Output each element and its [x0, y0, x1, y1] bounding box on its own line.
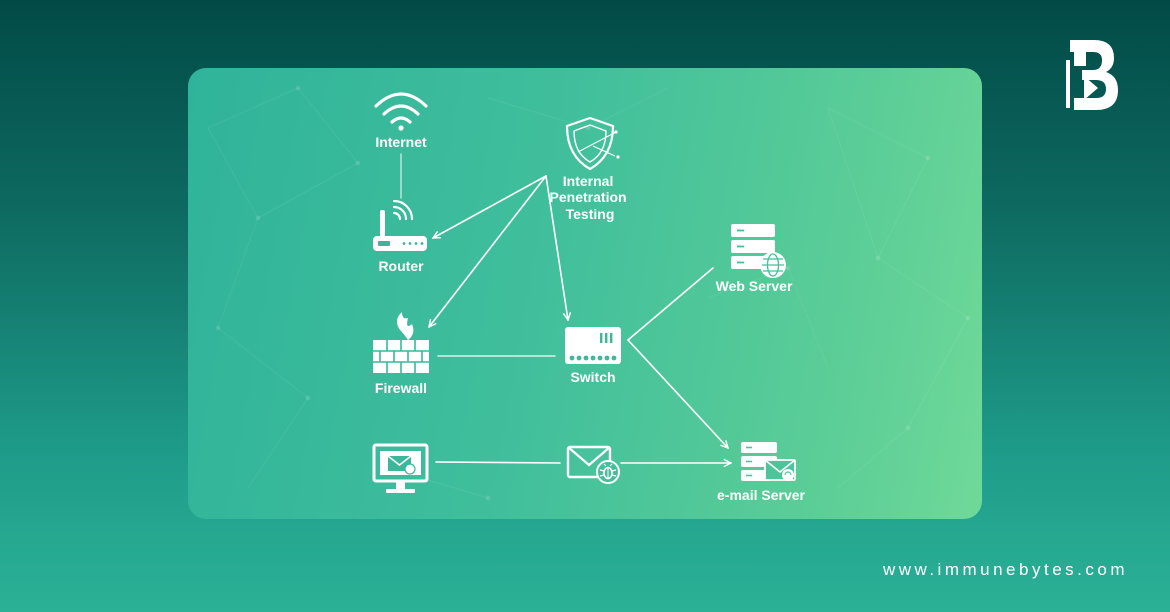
- diagram-card: Internet Router: [188, 68, 982, 519]
- immunebytes-logo-icon: [1066, 40, 1118, 110]
- switch-node: Switch: [565, 327, 621, 385]
- pentest-node: Internal Penetration Testing: [550, 116, 631, 222]
- server-globe-icon: [731, 224, 786, 278]
- shield-icon: [565, 116, 620, 171]
- internet-node: Internet: [374, 92, 428, 150]
- edge-pentest-firewall: [429, 175, 547, 327]
- website-url: www.immunebytes.com: [882, 560, 1128, 579]
- router-label: Router: [378, 258, 424, 274]
- computer-mail-icon: [372, 443, 429, 493]
- web-server-node: Web Server: [716, 224, 793, 294]
- server-mail-icon: [741, 442, 796, 481]
- edge-switch-webserver: [627, 267, 714, 341]
- firewall-node: Firewall: [373, 312, 429, 396]
- computer-node: [372, 443, 429, 493]
- switch-icon: [565, 327, 621, 364]
- email-server-label: e-mail Server: [717, 487, 805, 503]
- pentest-label-line-3: Testing: [566, 206, 615, 222]
- pentest-label-line-2: Penetration: [550, 189, 627, 205]
- switch-label: Switch: [570, 369, 615, 385]
- firewall-label: Firewall: [375, 380, 427, 396]
- email-server-node: e-mail Server: [717, 442, 806, 503]
- internet-label: Internet: [375, 134, 427, 150]
- router-icon: [373, 199, 427, 251]
- email-node: [566, 445, 620, 484]
- edge-pentest-switch: [545, 175, 568, 320]
- wifi-icon: [374, 92, 428, 131]
- web-server-label: Web Server: [716, 278, 793, 294]
- edge-computer-email: [435, 461, 561, 464]
- diagram-edges: [400, 153, 731, 464]
- pentest-label: Internal Penetration Testing: [550, 173, 631, 222]
- envelope-bug-icon: [566, 445, 620, 484]
- edge-switch-emailserver: [627, 339, 728, 448]
- network-diagram: Internet Router: [207, 85, 971, 503]
- router-node: Router: [373, 199, 427, 274]
- pentest-label-line-1: Internal: [563, 173, 614, 189]
- background-mesh: [207, 85, 971, 501]
- firewall-icon: [373, 312, 429, 373]
- edge-pentest-router: [433, 175, 547, 239]
